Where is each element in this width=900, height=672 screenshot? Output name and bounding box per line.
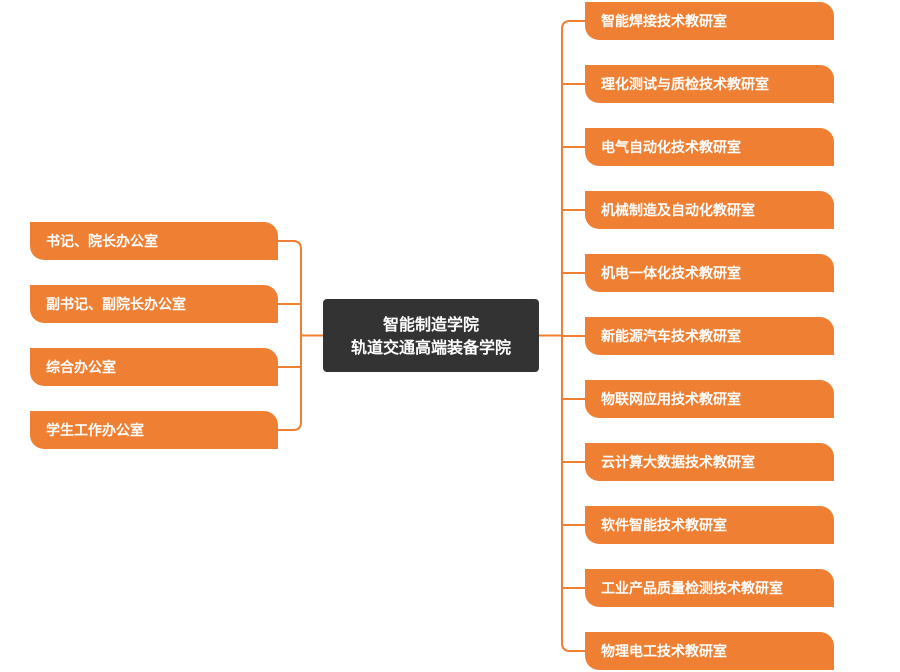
root-node: 智能制造学院 轨道交通高端装备学院 <box>323 299 539 372</box>
right-branch-line-1 <box>561 20 585 30</box>
node-label: 软件智能技术教研室 <box>601 518 727 534</box>
node-label: 工业产品质量检测技术教研室 <box>601 581 783 597</box>
node-label: 机械制造及自动化教研室 <box>601 203 755 219</box>
node-label: 物联网应用技术教研室 <box>601 392 741 408</box>
node-label: 学生工作办公室 <box>46 423 144 439</box>
node-label: 综合办公室 <box>46 360 116 376</box>
left-node-4: 学生工作办公室 <box>30 411 278 449</box>
node-label: 电气自动化技术教研室 <box>601 140 741 156</box>
node-label: 副书记、副院长办公室 <box>46 297 186 313</box>
right-node-4: 机械制造及自动化教研室 <box>585 191 834 229</box>
right-node-3: 电气自动化技术教研室 <box>585 128 834 166</box>
node-label: 智能焊接技术教研室 <box>601 14 727 30</box>
left-branch-line-4 <box>278 421 302 431</box>
node-label: 理化测试与质检技术教研室 <box>601 77 769 93</box>
right-node-6: 新能源汽车技术教研室 <box>585 317 834 355</box>
right-node-8: 云计算大数据技术教研室 <box>585 443 834 481</box>
node-label: 书记、院长办公室 <box>46 234 158 250</box>
root-title-line-1: 智能制造学院 <box>382 314 479 334</box>
right-node-2: 理化测试与质检技术教研室 <box>585 65 834 103</box>
right-node-1: 智能焊接技术教研室 <box>585 2 834 40</box>
node-label: 机电一体化技术教研室 <box>601 266 741 282</box>
node-label: 云计算大数据技术教研室 <box>601 455 755 471</box>
right-node-9: 软件智能技术教研室 <box>585 506 834 544</box>
left-node-2: 副书记、副院长办公室 <box>30 285 278 323</box>
node-label: 新能源汽车技术教研室 <box>601 329 741 345</box>
left-branch-line-1 <box>278 240 302 250</box>
right-node-10: 工业产品质量检测技术教研室 <box>585 569 834 607</box>
right-node-11: 物理电工技术教研室 <box>585 632 834 670</box>
right-node-7: 物联网应用技术教研室 <box>585 380 834 418</box>
node-label: 物理电工技术教研室 <box>601 644 727 660</box>
left-node-3: 综合办公室 <box>30 348 278 386</box>
right-node-5: 机电一体化技术教研室 <box>585 254 834 292</box>
left-node-1: 书记、院长办公室 <box>30 222 278 260</box>
root-title-line-2: 轨道交通高端装备学院 <box>350 337 511 357</box>
right-branch-line-11 <box>561 642 585 652</box>
